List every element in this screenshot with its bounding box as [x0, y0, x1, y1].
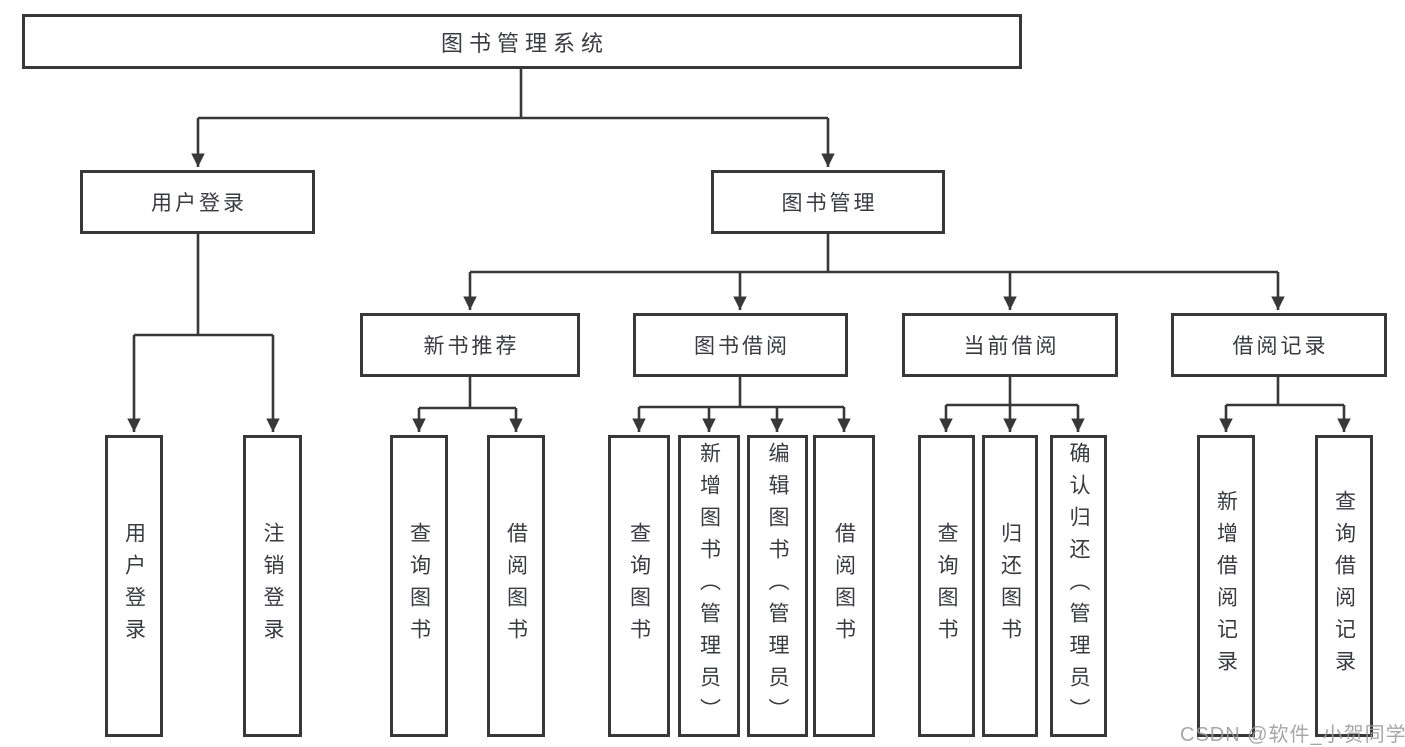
node-query-books-recommend: 查询图书 — [390, 435, 448, 737]
node-add-borrow-record-label: 新增借阅记录 — [1214, 490, 1238, 682]
node-logout-action-label: 注销登录 — [261, 522, 285, 650]
node-return-books-label: 归还图书 — [998, 522, 1022, 650]
node-borrow-books-action-label: 借阅图书 — [832, 522, 856, 650]
node-logout-action: 注销登录 — [243, 435, 302, 737]
node-confirm-return-admin: 确认归还（管理员） — [1050, 435, 1107, 737]
node-user-login-action: 用户登录 — [105, 435, 163, 737]
node-book-management-label: 图书管理 — [781, 192, 878, 215]
node-query-books-borrow-label: 查询图书 — [627, 522, 651, 650]
node-book-borrowing-label: 图书借阅 — [694, 335, 790, 358]
node-borrow-books-recommend-label: 借阅图书 — [504, 522, 528, 650]
connector-book-borrow-children — [632, 377, 851, 432]
node-add-books-admin: 新增图书（管理员） — [678, 435, 740, 737]
node-confirm-return-admin-label: 确认归还（管理员） — [1067, 442, 1091, 730]
connector-new-book-children — [412, 377, 523, 432]
node-book-borrowing: 图书借阅 — [633, 313, 848, 377]
node-new-book-recommend: 新书推荐 — [360, 313, 580, 377]
node-user-login-label: 用户登录 — [151, 192, 247, 215]
node-user-login-action-label: 用户登录 — [122, 522, 146, 650]
node-new-book-recommend-label: 新书推荐 — [423, 335, 520, 358]
node-query-books-borrow: 查询图书 — [608, 435, 670, 737]
connector-user-login-children — [127, 234, 280, 432]
node-borrow-books-recommend: 借阅图书 — [487, 435, 545, 737]
node-return-books: 归还图书 — [982, 435, 1038, 737]
watermark: CSDN @软件_小贺同学 — [1180, 724, 1405, 746]
connector-book-management-children — [463, 234, 1285, 310]
node-borrow-books-action: 借阅图书 — [813, 435, 875, 737]
node-user-login: 用户登录 — [80, 170, 315, 234]
node-borrowing-records-label: 借阅记录 — [1232, 335, 1329, 358]
node-book-management: 图书管理 — [711, 170, 945, 234]
connector-borrow-record-children — [1219, 377, 1351, 432]
node-add-books-admin-label: 新增图书（管理员） — [697, 442, 721, 730]
node-query-borrow-record: 查询借阅记录 — [1315, 435, 1373, 737]
node-borrowing-records: 借阅记录 — [1171, 313, 1387, 377]
node-query-books-current: 查询图书 — [918, 435, 975, 737]
node-query-books-current-label: 查询图书 — [935, 522, 959, 650]
node-current-borrowing-label: 当前借阅 — [963, 335, 1060, 358]
node-query-borrow-record-label: 查询借阅记录 — [1332, 490, 1356, 682]
node-add-borrow-record: 新增借阅记录 — [1197, 435, 1255, 737]
connector-current-borrow-children — [939, 377, 1085, 432]
node-edit-books-admin: 编辑图书（管理员） — [747, 435, 808, 737]
node-current-borrowing: 当前借阅 — [902, 313, 1118, 377]
node-library-system: 图书管理系统 — [22, 14, 1022, 69]
node-edit-books-admin-label: 编辑图书（管理员） — [766, 442, 790, 730]
node-query-books-recommend-label: 查询图书 — [407, 522, 431, 650]
node-library-system-label: 图书管理系统 — [440, 30, 609, 56]
connector-root-to-level2 — [191, 69, 835, 167]
